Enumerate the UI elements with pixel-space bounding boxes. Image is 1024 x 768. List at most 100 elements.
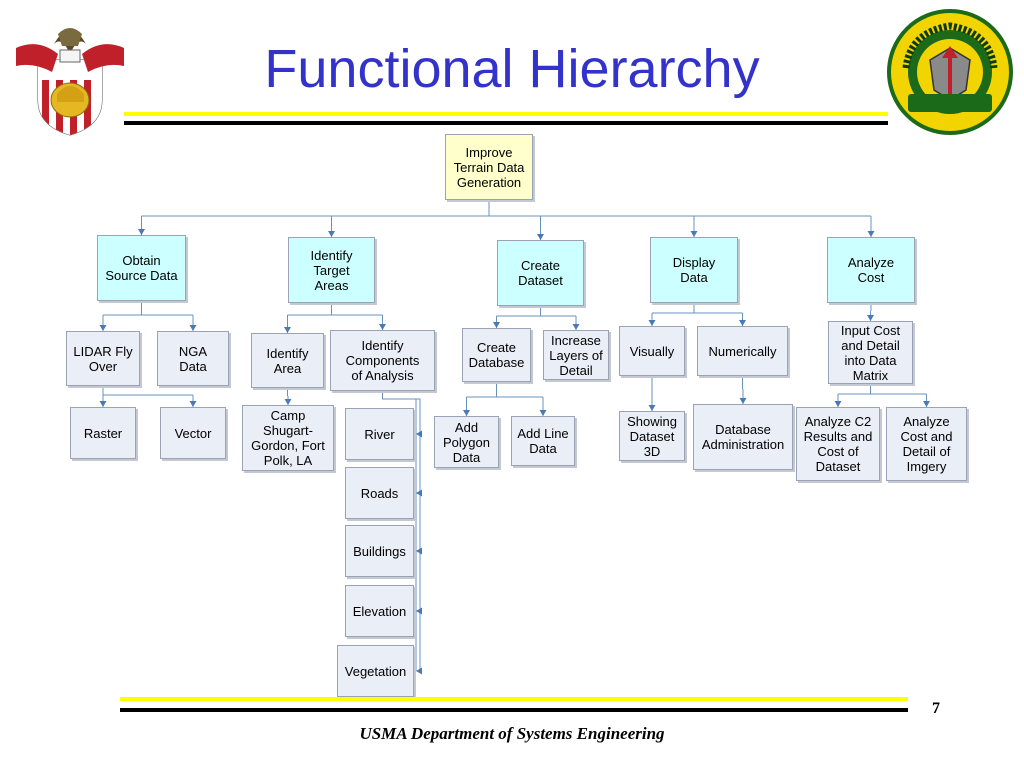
- node-label-line: Terrain Data: [453, 159, 525, 175]
- node-label-line: Numerically: [708, 343, 777, 359]
- node-label-line: Add Line: [517, 426, 569, 441]
- node-elevation: Elevation: [345, 585, 414, 637]
- connector-arrowhead: [648, 320, 656, 326]
- node-buildings: Buildings: [345, 525, 414, 577]
- node-label-line: Components: [345, 353, 420, 368]
- node-label-line: LIDAR Fly: [73, 343, 133, 359]
- node-label-line: Create: [520, 258, 561, 273]
- node-label-line: Detail of: [902, 444, 951, 459]
- connector-arrowhead: [284, 399, 292, 405]
- node-label-line: Cost and: [900, 429, 953, 444]
- bottom-yellow-rule: [120, 697, 908, 701]
- node-label-line: Dataset: [518, 273, 563, 288]
- node-vector: Vector: [160, 407, 226, 459]
- node-label-line: Create: [476, 340, 517, 355]
- node-label-line: Areas: [314, 277, 349, 293]
- node-label-line: Polygon: [443, 434, 490, 450]
- connector-arrowhead: [537, 234, 544, 240]
- connector-arrowhead: [648, 405, 656, 411]
- node-visually: Visually: [619, 326, 685, 376]
- node-label-line: Imgery: [906, 459, 947, 474]
- node-label-line: and Detail: [841, 337, 900, 353]
- node-label-line: Data: [452, 449, 481, 465]
- node-raster: Raster: [70, 407, 136, 459]
- node-label-line: Input Cost: [840, 322, 901, 338]
- node-label-line: Detail: [559, 362, 593, 378]
- node-label-line: Shugart-: [263, 423, 313, 438]
- node-label-line: Visually: [629, 343, 675, 359]
- node-label-line: Matrix: [852, 367, 889, 383]
- node-label-line: Roads: [360, 485, 399, 501]
- node-label-line: Analyze: [903, 414, 950, 429]
- node-label-line: Data: [680, 270, 708, 285]
- connector-arrowhead: [189, 401, 197, 407]
- node-label-line: Obtain: [122, 253, 161, 268]
- connector-arrowhead: [539, 410, 547, 416]
- connector-arrowhead: [834, 401, 842, 407]
- connector-arrowhead: [867, 231, 875, 237]
- node-label-line: Showing: [627, 413, 677, 429]
- node-label-line: Analyze: [847, 255, 895, 270]
- connector-arrowhead: [690, 231, 698, 237]
- connector-arrowhead: [867, 315, 874, 321]
- top-yellow-rule: [124, 112, 888, 116]
- node-river: River: [345, 408, 414, 460]
- connector-arrowhead: [99, 401, 107, 407]
- slide-title: Functional Hierarchy: [264, 39, 760, 99]
- node-label-line: Increase: [551, 332, 601, 348]
- connector-arrowhead: [416, 547, 422, 555]
- node-label-line: into Data: [844, 352, 897, 368]
- node-label-line: Improve: [465, 144, 513, 160]
- connector-arrowhead: [463, 410, 470, 416]
- connector-arrowhead: [923, 401, 930, 407]
- connector-arrowhead: [99, 325, 107, 331]
- node-label-line: Cost of: [817, 444, 859, 459]
- connector-arrowhead: [416, 430, 422, 438]
- footer-text: USMA Department of Systems Engineering: [359, 724, 665, 743]
- node-label-line: Identify: [310, 247, 353, 263]
- connector-arrowhead: [138, 229, 145, 235]
- node-label-line: Identify: [266, 345, 309, 361]
- connector-arrowhead: [416, 607, 422, 615]
- node-label-line: Over: [88, 358, 118, 374]
- node-label-line: River: [364, 426, 395, 442]
- connector-arrowhead: [493, 322, 500, 328]
- node-label-line: Results and: [803, 429, 873, 444]
- connector-arrowhead: [416, 489, 422, 497]
- connector-arrowhead: [739, 398, 747, 404]
- top-black-rule: [124, 121, 888, 125]
- connector-arrowhead: [189, 325, 197, 331]
- node-label-line: Raster: [83, 425, 123, 441]
- node-label-line: Analyze C2: [804, 414, 872, 429]
- node-label-line: Target: [313, 262, 350, 278]
- node-label-line: Vegetation: [344, 663, 407, 679]
- node-label-line: 3D: [643, 443, 661, 459]
- node-label-line: Source Data: [105, 268, 178, 283]
- connector-arrowhead: [379, 324, 386, 330]
- connector-arrowhead: [284, 327, 291, 333]
- node-label-line: Gordon, Fort: [251, 438, 325, 453]
- node-roads: Roads: [345, 467, 414, 519]
- node-label-line: Dataset: [815, 459, 861, 474]
- node-label-line: Cost: [857, 270, 885, 285]
- node-label-line: Buildings: [353, 543, 406, 559]
- node-label-line: Generation: [456, 174, 522, 190]
- node-label-line: Dataset: [629, 428, 675, 444]
- west-point-crest-icon: [16, 28, 124, 136]
